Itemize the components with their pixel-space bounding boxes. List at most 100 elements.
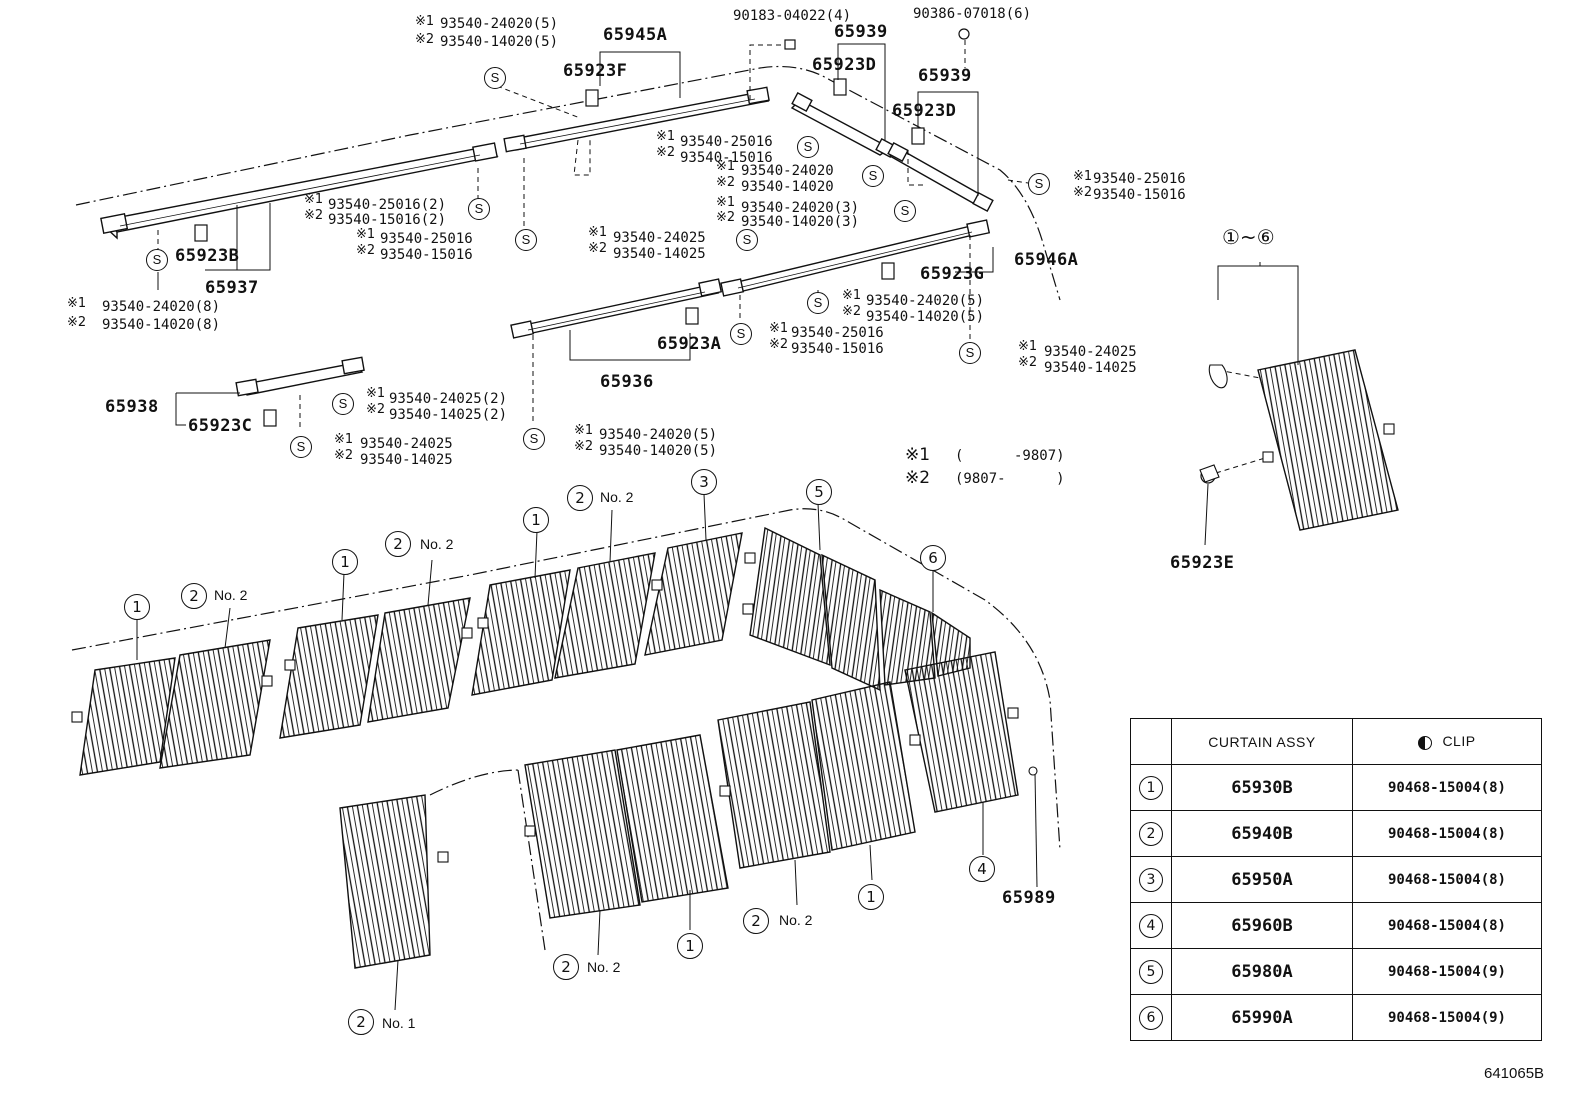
rail-65939-b xyxy=(887,141,994,213)
note-mark: ※2 xyxy=(334,448,354,463)
curtain-assy-part: 65940B xyxy=(1171,810,1353,857)
panel-number: 2 xyxy=(181,583,207,609)
curtain-2-no2-rear xyxy=(524,749,641,919)
screw-icon: S xyxy=(468,198,490,220)
curtain-detail xyxy=(1257,349,1399,531)
screw-icon: S xyxy=(736,229,758,251)
screw-icon: S xyxy=(959,342,981,364)
legend-row: 2 65940B 90468-15004(8) xyxy=(1130,810,1542,857)
panel-number: 2 xyxy=(348,1009,374,1035)
panel-number: 6 xyxy=(920,545,946,571)
note-mark: ※2 xyxy=(356,243,376,258)
note-mark: ※2 xyxy=(716,175,736,190)
screw-label: 93540-24025 xyxy=(360,436,453,452)
note-mark: ※2 xyxy=(67,315,87,330)
part-label: 65989 xyxy=(1002,888,1056,908)
panel-sub-label: No. 2 xyxy=(587,959,621,975)
note-mark: ※2 xyxy=(1018,355,1038,370)
curtain-assy-part: 65950A xyxy=(1171,856,1353,903)
screw-label: 93540-24025 xyxy=(613,230,706,246)
rail-65945A xyxy=(503,86,770,153)
panel-number: 2 xyxy=(743,908,769,934)
part-label: 90386-07018(6) xyxy=(913,6,1032,22)
note-mark: ※1 xyxy=(574,423,594,438)
legend-header: CURTAIN ASSY CLIP xyxy=(1130,718,1542,765)
note-mark: ※1 xyxy=(356,227,376,242)
part-label: 65923G xyxy=(920,264,985,284)
row-number: 5 xyxy=(1139,959,1163,984)
curtain-3 xyxy=(644,532,743,656)
curtain-2-c xyxy=(554,552,656,679)
panel-number: 1 xyxy=(858,884,884,910)
note-mark: ※2 xyxy=(769,337,789,352)
panel-sub-label: No. 2 xyxy=(420,536,454,552)
curtain-5-b xyxy=(821,553,881,692)
screw-label: 93540-14020(5) xyxy=(440,34,559,50)
curtain-2-no2-right xyxy=(717,701,831,869)
curtain-5-a xyxy=(749,526,831,667)
note-mark: ※1 xyxy=(366,386,386,401)
diagram-id: 641065B xyxy=(1484,1065,1545,1082)
part-label: 65923D xyxy=(892,101,957,121)
screw-label: 93540-25016 xyxy=(680,134,773,150)
screw-icon: S xyxy=(797,136,819,158)
curtain-assy-part: 65960B xyxy=(1171,902,1353,949)
screw-label: 93540-15016 xyxy=(1093,187,1186,203)
panel-number: 1 xyxy=(332,549,358,575)
note-mark: ※2 xyxy=(656,145,676,160)
row-number: 6 xyxy=(1139,1005,1163,1030)
screw-label: 93540-15016 xyxy=(791,341,884,357)
panel-sub-label: No. 2 xyxy=(600,489,634,505)
legend-row: 4 65960B 90468-15004(8) xyxy=(1130,902,1542,949)
panel-number: 3 xyxy=(691,469,717,495)
screw-label: 93540-25016 xyxy=(380,231,473,247)
panel-number: 2 xyxy=(553,954,579,980)
screw-icon: S xyxy=(523,428,545,450)
screw-icon: S xyxy=(146,249,168,271)
note-mark: ※2 xyxy=(1073,185,1093,200)
roof-outline xyxy=(71,65,1061,951)
clip-part: 90468-15004(9) xyxy=(1352,994,1542,1041)
screw-icon: S xyxy=(894,200,916,222)
screw-label: 93540-14020 xyxy=(741,179,834,195)
screw-icon: S xyxy=(730,323,752,345)
leader-lines xyxy=(157,43,1299,888)
screw-label: 93540-24020(8) xyxy=(102,299,221,315)
note-2-mark: ※2 xyxy=(905,468,931,488)
part-label: 65945A xyxy=(603,25,668,45)
screw-icon: S xyxy=(515,229,537,251)
note-mark: ※1 xyxy=(769,321,789,336)
note-mark: ※1 xyxy=(1018,339,1038,354)
screw-label: 93540-14025(2) xyxy=(389,407,508,423)
curtain-2-front xyxy=(159,639,271,769)
part-label: 65923C xyxy=(188,416,253,436)
screw-label: 93540-14020(8) xyxy=(102,317,221,333)
screw-label: 93540-14020(5) xyxy=(866,309,985,325)
rail-65937 xyxy=(100,142,499,240)
screw-label: 93540-15016 xyxy=(380,247,473,263)
part-label: 65923D xyxy=(812,55,877,75)
note-1-mark: ※1 xyxy=(905,445,931,465)
screw-label: 93540-25016 xyxy=(1093,171,1186,187)
row-number: 1 xyxy=(1139,775,1163,800)
part-label: 65946A xyxy=(1014,250,1079,270)
screw-label: 93540-24020(3) xyxy=(741,200,860,216)
part-label: 65923A xyxy=(657,334,722,354)
note-mark: ※2 xyxy=(304,208,324,223)
row-number: 2 xyxy=(1139,821,1163,846)
curtain-assy-part: 65980A xyxy=(1171,948,1353,995)
clip-part: 90468-15004(8) xyxy=(1352,856,1542,903)
note-mark: ※1 xyxy=(334,432,354,447)
panel-sub-label: No. 2 xyxy=(214,587,248,603)
legend-row: 1 65930B 90468-15004(8) xyxy=(1130,764,1542,811)
clip-icon xyxy=(1418,735,1433,750)
screw-label: 93540-25016(2) xyxy=(328,197,447,213)
screw-label: 93540-24025 xyxy=(1044,344,1137,360)
screw-icon: S xyxy=(332,393,354,415)
panel-number: 1 xyxy=(677,933,703,959)
part-label: 65936 xyxy=(600,372,654,392)
part-label: 65939 xyxy=(918,66,972,86)
note-mark: ※1 xyxy=(67,296,87,311)
screw-label: 93540-24020(5) xyxy=(599,427,718,443)
